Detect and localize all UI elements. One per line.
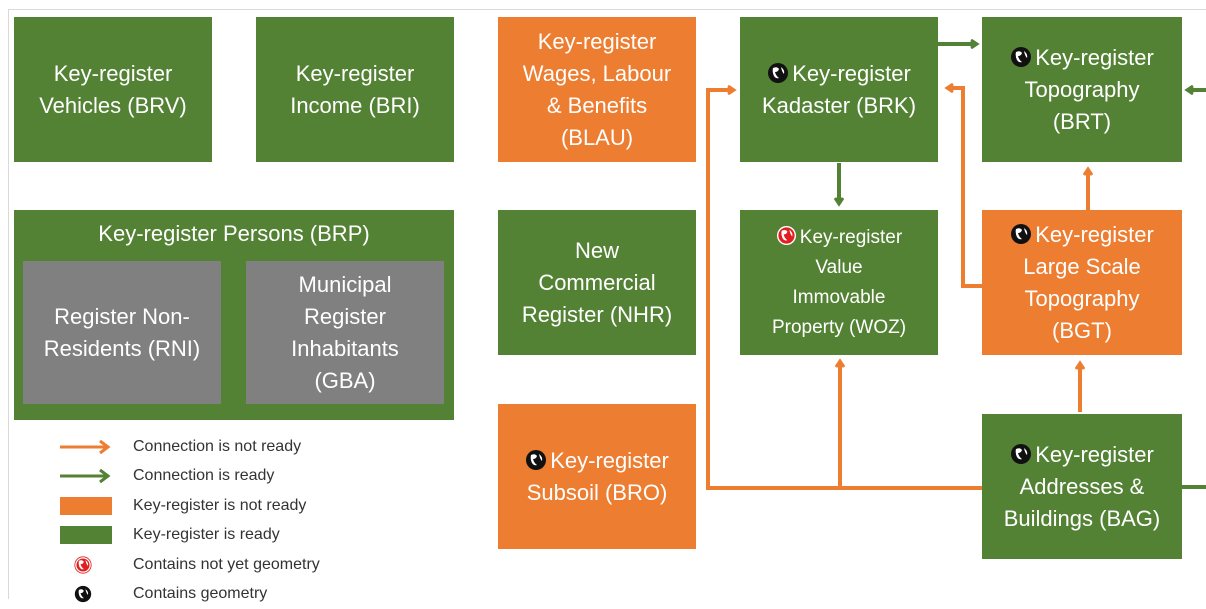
legend-row-box-ready: Key-register is ready: [58, 521, 388, 551]
box-woz: Key-register Value Immovable Property (W…: [740, 210, 938, 355]
legend-text-box-not-ready: Key-register is not ready: [133, 497, 306, 515]
box-bgt-line3: Topography: [1025, 283, 1140, 315]
green-arrow-icon: [58, 467, 112, 485]
box-gba: Municipal Register Inhabitants (GBA): [246, 261, 444, 404]
box-rni-line2: Residents (RNI): [44, 333, 200, 365]
box-brv-line2: Vehicles (BRV): [39, 90, 187, 122]
orange-arrow-icon: [58, 438, 112, 456]
box-rni-line1: Register Non-: [54, 301, 190, 333]
box-blau: Key-register Wages, Labour & Benefits (B…: [498, 17, 696, 162]
box-brt-line1: Key-register: [1035, 45, 1154, 70]
box-bri-line2: Income (BRI): [290, 90, 420, 122]
box-brk-line2: Kadaster (BRK): [762, 90, 916, 122]
box-brk-line1: Key-register: [792, 61, 911, 86]
box-bri: Key-register Income (BRI): [256, 17, 454, 162]
legend-text-arrow-not-ready: Connection is not ready: [133, 438, 301, 456]
box-brv-line1: Key-register: [54, 58, 173, 90]
box-bag-line3: Buildings (BAG): [1004, 503, 1161, 535]
box-brt: Key-register Topography (BRT): [982, 17, 1182, 162]
legend-row-geometry: Contains geometry: [58, 580, 388, 609]
box-blau-line2: Wages, Labour: [523, 58, 671, 90]
box-bag: Key-register Addresses & Buildings (BAG): [982, 414, 1182, 559]
legend-text-geometry-not-yet: Contains not yet geometry: [133, 556, 320, 574]
box-woz-line1: Key-register: [800, 227, 902, 248]
box-gba-line4: (GBA): [314, 365, 375, 397]
box-bgt-line1: Key-register: [1035, 222, 1154, 247]
box-bgt: Key-register Large Scale Topography (BGT…: [982, 210, 1182, 355]
box-nhr-line1: New: [575, 235, 619, 267]
legend-row-arrow-not-ready: Connection is not ready: [58, 432, 388, 462]
legend-text-geometry: Contains geometry: [133, 585, 267, 603]
box-gba-line3: Inhabitants: [291, 333, 399, 365]
green-swatch-icon: [60, 526, 112, 544]
legend-row-box-not-ready: Key-register is not ready: [58, 491, 388, 521]
box-nhr-line2: Commercial: [538, 267, 655, 299]
box-brk: Key-register Kadaster (BRK): [740, 17, 938, 162]
geometry-icon: [74, 585, 92, 603]
box-brt-line3: (BRT): [1053, 106, 1111, 138]
box-woz-line3: Immovable: [793, 283, 886, 313]
box-nhr-line3: Register (NHR): [522, 299, 672, 331]
geometry-not-yet-icon: [74, 556, 92, 574]
box-gba-line2: Register: [304, 301, 386, 333]
box-blau-line1: Key-register: [538, 26, 657, 58]
box-bag-line2: Addresses &: [1020, 471, 1145, 503]
box-bro-line2: Subsoil (BRO): [527, 477, 668, 509]
box-blau-line4: (BLAU): [561, 122, 633, 154]
box-rni: Register Non- Residents (RNI): [23, 261, 221, 404]
arrow-bgt-to-brk: [948, 88, 982, 286]
box-blau-line3: & Benefits: [547, 90, 647, 122]
geometry-icon: [1010, 223, 1032, 245]
box-bgt-line2: Large Scale: [1023, 251, 1140, 283]
geometry-icon: [1010, 46, 1032, 68]
geometry-icon: [1010, 443, 1032, 465]
orange-swatch-icon: [60, 497, 112, 515]
legend-text-arrow-ready: Connection is ready: [133, 467, 274, 485]
geometry-not-yet-icon: [776, 225, 797, 246]
box-bgt-line4: (BGT): [1052, 315, 1112, 347]
box-brv: Key-register Vehicles (BRV): [14, 17, 212, 162]
legend: Connection is not ready Connection is re…: [58, 432, 388, 609]
box-brp-title: Key-register Persons (BRP): [14, 218, 454, 250]
legend-text-box-ready: Key-register is ready: [133, 526, 280, 544]
geometry-icon: [525, 449, 547, 471]
legend-row-arrow-ready: Connection is ready: [58, 462, 388, 492]
box-bri-line1: Key-register: [296, 58, 415, 90]
box-bro: Key-register Subsoil (BRO): [498, 404, 696, 549]
box-gba-line1: Municipal: [299, 269, 392, 301]
box-nhr: New Commercial Register (NHR): [498, 210, 696, 355]
box-brt-line2: Topography: [1025, 74, 1140, 106]
box-bro-line1: Key-register: [550, 448, 669, 473]
box-woz-line2: Value: [815, 253, 862, 283]
box-bag-line1: Key-register: [1035, 442, 1154, 467]
legend-row-geometry-not-yet: Contains not yet geometry: [58, 550, 388, 580]
geometry-icon: [767, 62, 789, 84]
box-woz-line4: Property (WOZ): [772, 313, 906, 343]
